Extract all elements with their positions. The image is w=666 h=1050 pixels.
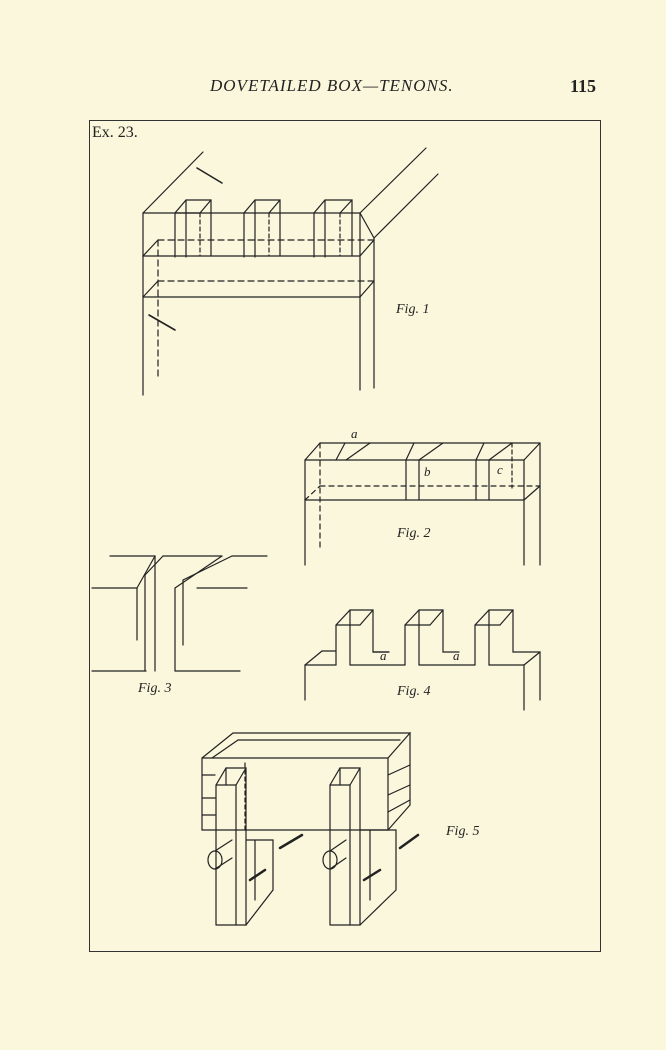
running-head-title: DOVETAILED BOX—TENONS.: [210, 76, 454, 95]
fig2-letter-b: b: [424, 464, 431, 479]
fig4-drawing: [304, 609, 541, 711]
fig3-caption: Fig. 3: [138, 681, 172, 696]
fig5-drawing: [201, 732, 420, 926]
fig5-caption: Fig. 5: [446, 824, 480, 839]
fig4-letter-a-left: a: [380, 648, 387, 663]
fig2-caption: Fig. 2: [397, 526, 431, 541]
fig2-letter-c: c: [497, 462, 503, 477]
plate-frame: [89, 120, 601, 952]
page-number: 115: [570, 76, 597, 96]
fig1-drawing: [142, 147, 439, 396]
fig1-caption: Fig. 1: [396, 302, 430, 317]
fig3-drawing: [91, 555, 268, 672]
fig4-letter-a-right: a: [453, 648, 460, 663]
running-head: DOVETAILED BOX—TENONS. 115: [0, 76, 666, 100]
fig2-letter-a: a: [351, 426, 358, 441]
fig4-caption: Fig. 4: [397, 684, 431, 699]
exercise-label: Ex. 23.: [92, 124, 138, 141]
fig2-drawing: [304, 442, 541, 566]
